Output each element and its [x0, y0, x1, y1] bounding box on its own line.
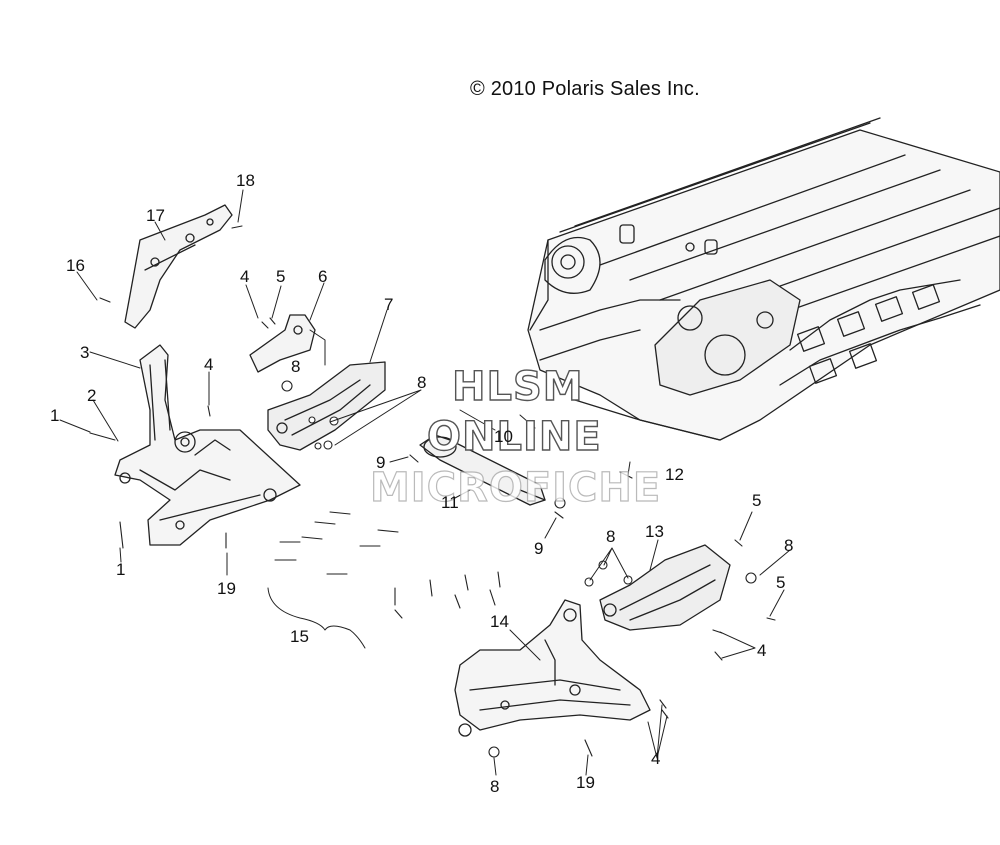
callout-5: 5 — [776, 573, 786, 592]
part-3-front-frame — [114, 344, 301, 546]
part-13-mount — [599, 544, 731, 631]
callout-2: 2 — [87, 386, 97, 405]
callout-8: 8 — [606, 527, 616, 546]
part-6-bracket — [249, 314, 316, 373]
callout-16: 16 — [66, 256, 85, 275]
callout-18: 18 — [236, 171, 255, 190]
callout-10: 10 — [494, 427, 513, 446]
callout-9: 9 — [534, 539, 544, 558]
callout-8: 8 — [417, 373, 427, 392]
callout-7: 7 — [384, 295, 394, 314]
watermark-line-3: MICROFICHE — [369, 464, 662, 511]
copyright-notice: © 2010 Polaris Sales Inc. — [470, 78, 700, 100]
part-14-rear-frame — [454, 599, 651, 737]
callout-8: 8 — [784, 536, 794, 555]
callout-6: 6 — [318, 267, 328, 286]
part-7-mount — [267, 361, 386, 451]
watermark-line-1: HLSM — [451, 363, 584, 410]
callout-9: 9 — [376, 453, 386, 472]
callout-13: 13 — [645, 522, 664, 541]
callout-4: 4 — [204, 355, 214, 374]
callout-4: 4 — [651, 749, 661, 768]
callout-17: 17 — [146, 206, 165, 225]
callout-5: 5 — [752, 491, 762, 510]
callout-15: 15 — [290, 627, 309, 646]
callout-1: 1 — [116, 560, 126, 579]
leader-lines — [59, 189, 791, 776]
part-17-bracket — [124, 204, 233, 329]
callout-19: 19 — [576, 773, 595, 792]
callout-19: 19 — [217, 579, 236, 598]
callout-5: 5 — [276, 267, 286, 286]
tunnel-chassis — [527, 117, 1000, 441]
callout-4: 4 — [240, 267, 250, 286]
callout-8: 8 — [291, 357, 301, 376]
callout-1: 1 — [50, 406, 60, 425]
fasteners[interactable] — [89, 225, 776, 758]
callout-4: 4 — [757, 641, 767, 660]
part-10-11-shaft — [419, 434, 546, 506]
callout-3: 3 — [80, 343, 90, 362]
watermark-line-2: ONLINE — [426, 413, 602, 460]
callout-14: 14 — [490, 612, 509, 631]
callout-12: 12 — [665, 465, 684, 484]
callout-11: 11 — [441, 493, 459, 512]
callout-8: 8 — [490, 777, 500, 796]
